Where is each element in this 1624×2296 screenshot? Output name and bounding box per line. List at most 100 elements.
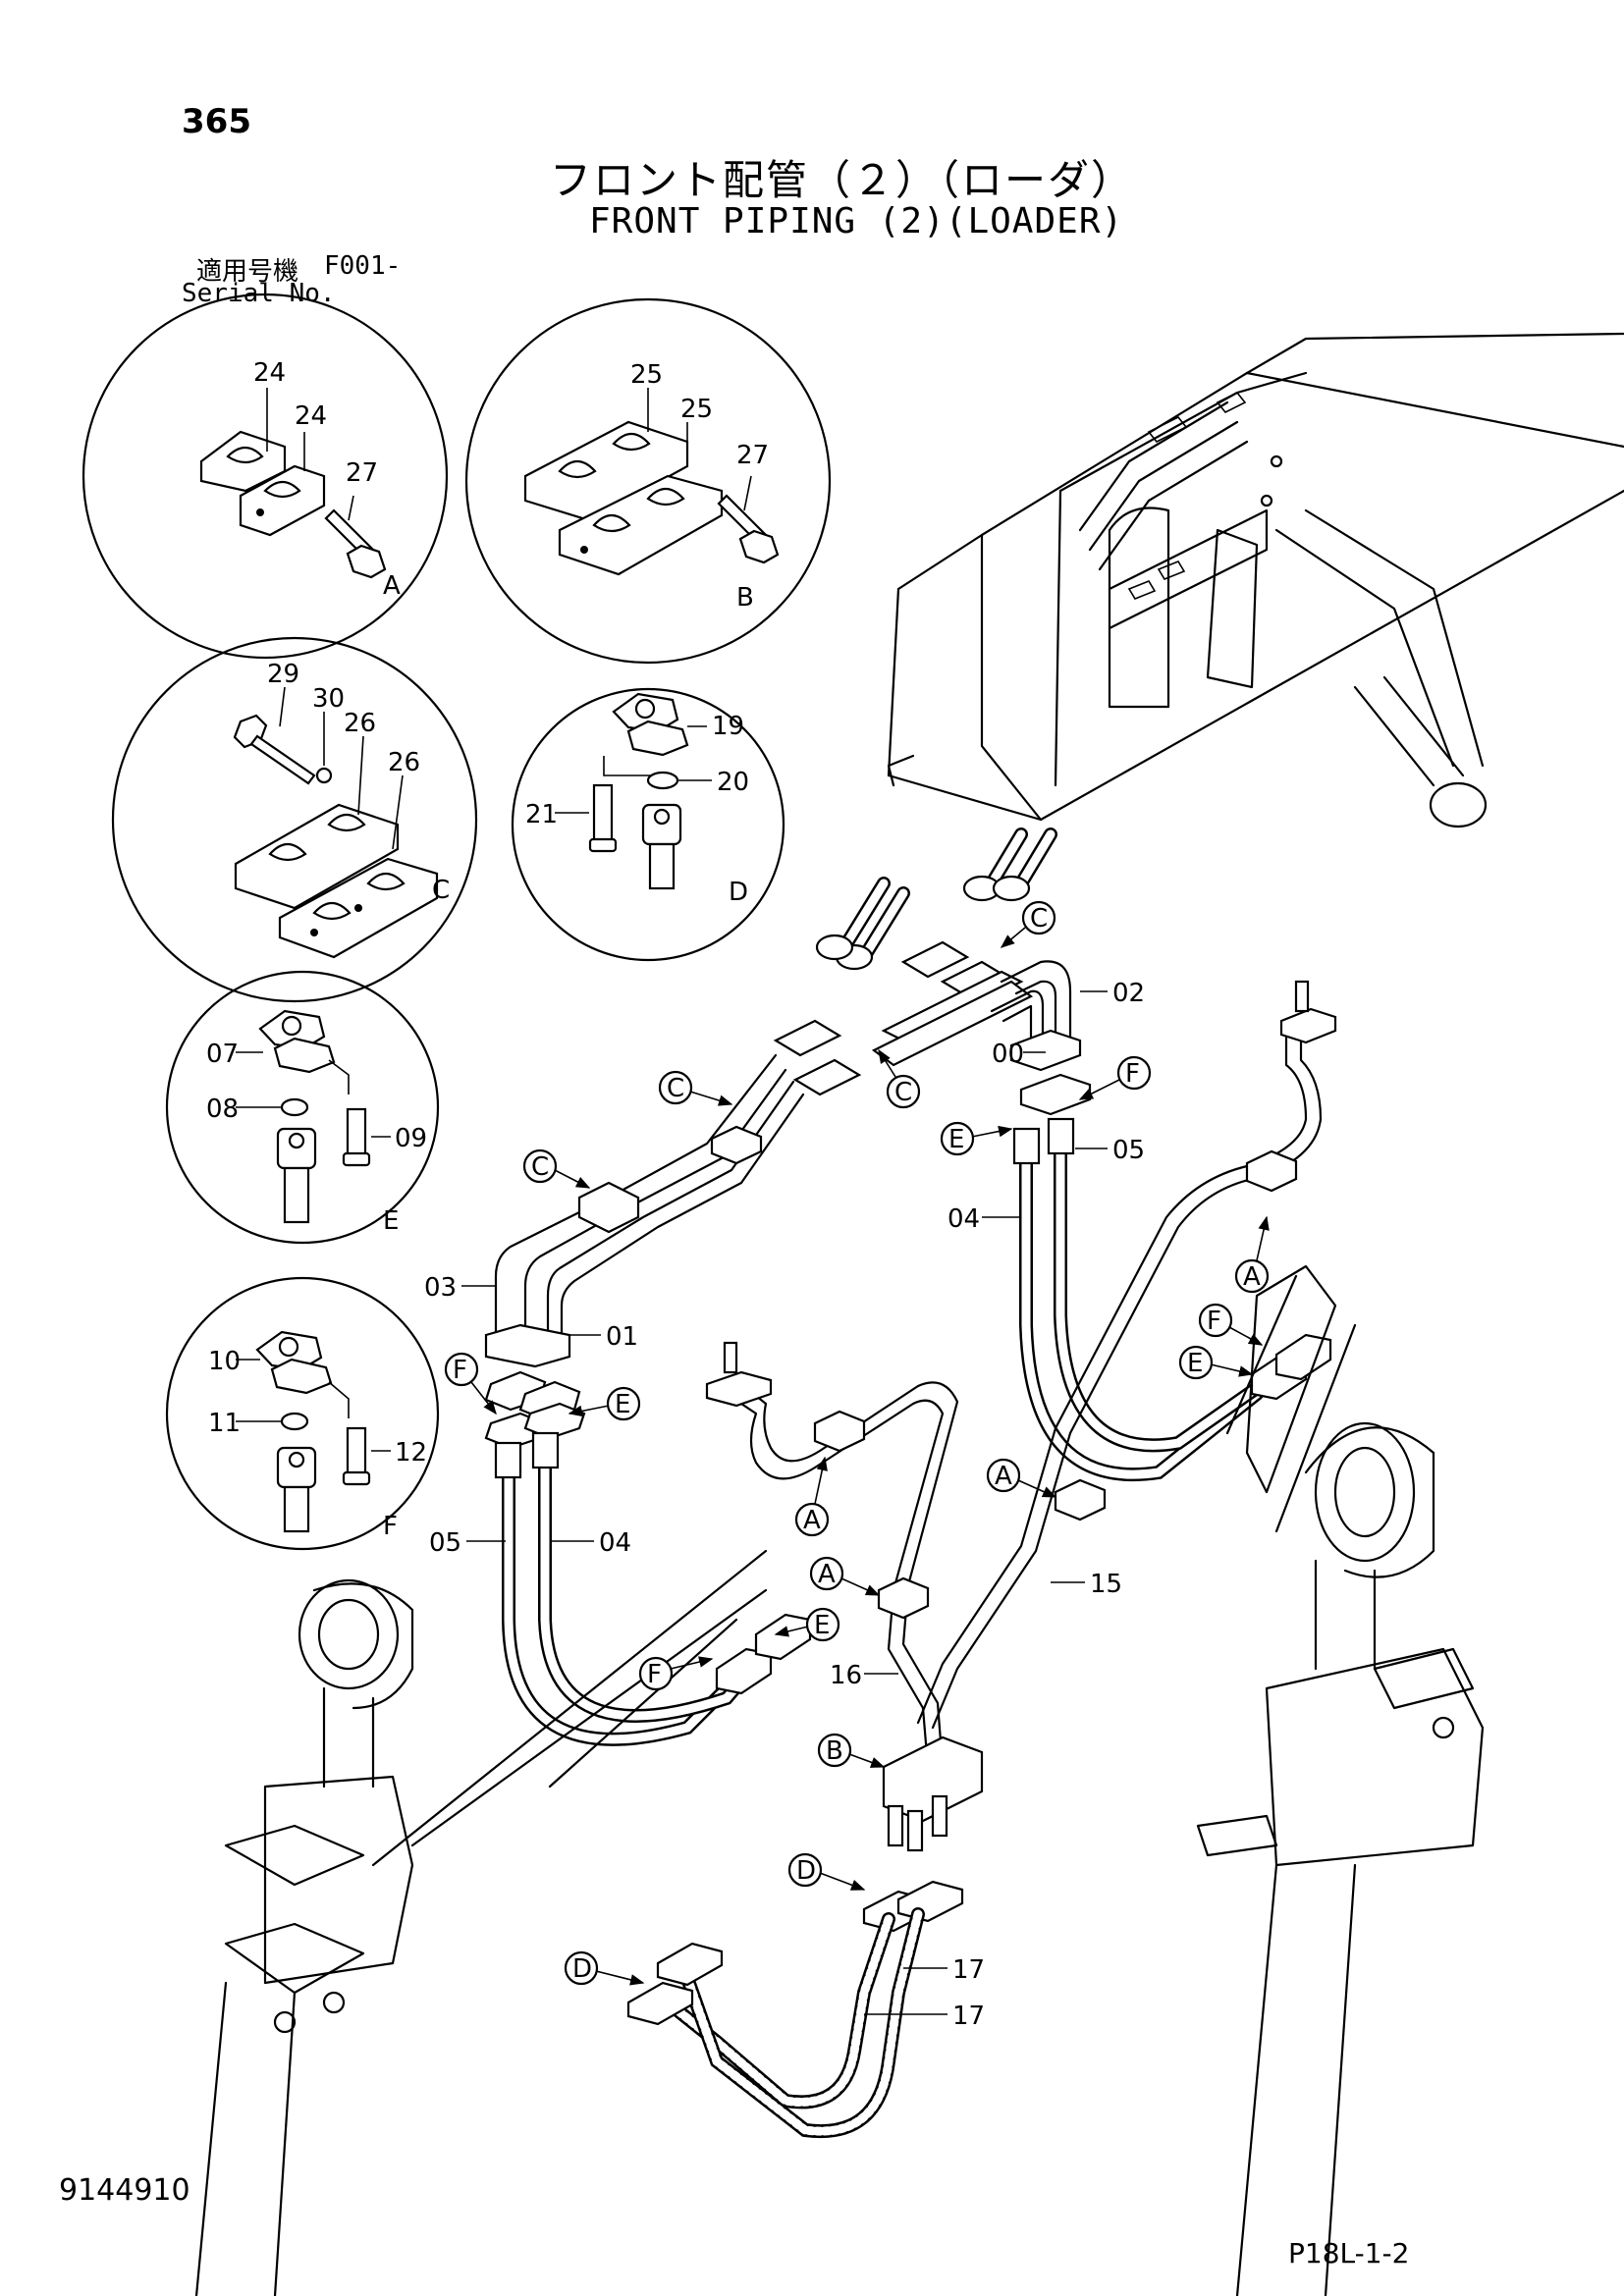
detail-b-part-25a: 25 <box>630 360 663 390</box>
detail-f-part-11: 11 <box>208 1409 241 1438</box>
part-00: 00 <box>992 1040 1024 1069</box>
detail-a-circle <box>81 293 449 660</box>
detail-e: 07 08 09 E <box>165 970 440 1245</box>
clamp-half-icon <box>199 430 287 493</box>
part-15: 15 <box>1090 1570 1122 1599</box>
block-b-assembly <box>862 1735 984 1933</box>
washer-icon <box>315 767 333 784</box>
detail-d: 19 20 21 D <box>511 687 785 962</box>
detail-c-part-30: 30 <box>312 684 345 714</box>
detail-f-part-10: 10 <box>208 1347 241 1376</box>
flange-half-icon <box>612 692 689 757</box>
callouts: C C C C E E E E F F F F A A A A B <box>444 900 1270 1986</box>
detail-c: 29 30 26 26 C <box>111 636 478 1003</box>
detail-b-part-27: 27 <box>736 441 769 470</box>
callout-f3: F <box>1207 1307 1221 1336</box>
callout-c1: C <box>1030 904 1048 934</box>
part-01: 01 <box>606 1322 638 1352</box>
clamp-half-icon <box>234 803 400 910</box>
upper-hoses <box>815 828 1057 971</box>
callout-c3: C <box>531 1152 549 1182</box>
clamp-half-icon <box>558 474 724 576</box>
bolt-icon <box>233 714 316 785</box>
detail-a-part-24a: 24 <box>253 358 286 388</box>
pipe-fittings-upper <box>773 940 1034 1096</box>
flange-half-icon <box>258 1009 336 1074</box>
part-05-left: 05 <box>429 1528 461 1558</box>
clamp-half-icon <box>239 464 326 537</box>
hoses-17 <box>626 1907 925 2139</box>
callout-e4: E <box>814 1611 830 1640</box>
part-03: 03 <box>424 1273 457 1303</box>
detail-a-part-24b: 24 <box>295 401 327 431</box>
detail-e-part-07: 07 <box>206 1040 239 1069</box>
hoses-04-05-left <box>494 1431 812 1746</box>
clamp-half-icon <box>523 420 689 522</box>
bolt-icon <box>342 1107 371 1167</box>
detail-d-part-19: 19 <box>712 712 744 741</box>
detail-a-part-27: 27 <box>346 458 378 488</box>
port-fitting-icon <box>276 1127 317 1224</box>
bolt-icon <box>342 1426 371 1486</box>
title-english: FRONT PIPING (2)(LOADER) <box>589 201 1124 241</box>
callout-f1: F <box>1125 1059 1140 1089</box>
callout-f4: F <box>647 1660 662 1689</box>
detail-d-letter: D <box>729 878 748 907</box>
detail-b: 25 25 27 B <box>464 297 832 665</box>
detail-e-part-08: 08 <box>206 1095 239 1124</box>
serial-code: F001- <box>324 251 402 281</box>
loader-bucket <box>887 332 1624 828</box>
detail-f-circle <box>165 1276 440 1551</box>
callout-d2: D <box>572 1954 592 1984</box>
part-04-right: 04 <box>947 1204 980 1234</box>
page-reference: P18L-1-2 <box>1288 2237 1410 2269</box>
callout-a1: A <box>1243 1262 1261 1292</box>
o-ring-icon <box>280 1097 309 1117</box>
part-05-right: 05 <box>1112 1136 1145 1165</box>
detail-f-letter: F <box>383 1512 398 1541</box>
bolt-icon <box>588 783 618 853</box>
detail-a-letter: A <box>383 571 401 601</box>
title-japanese: フロント配管（２）（ローダ） <box>550 156 1135 204</box>
part-04-left: 04 <box>599 1528 631 1558</box>
detail-b-letter: B <box>736 583 754 613</box>
pipes-15-16 <box>705 980 1337 1769</box>
detail-d-part-21: 21 <box>525 800 558 829</box>
detail-d-circle <box>511 687 785 962</box>
detail-c-circle <box>111 636 478 1003</box>
left-cylinder <box>194 1549 768 2296</box>
detail-b-part-25b: 25 <box>680 395 713 424</box>
part-17b: 17 <box>952 2002 985 2031</box>
detail-c-letter: C <box>432 876 450 905</box>
part-16: 16 <box>830 1661 862 1690</box>
document-number: 9144910 <box>59 2173 190 2208</box>
detail-c-part-29: 29 <box>267 660 299 689</box>
part-02: 02 <box>1112 979 1145 1008</box>
detail-a: 24 24 27 A <box>81 293 449 660</box>
callout-a3: A <box>803 1506 821 1535</box>
callout-f2: F <box>453 1356 467 1385</box>
bolt-icon <box>324 508 387 579</box>
detail-d-part-20: 20 <box>717 768 749 797</box>
callout-c2: C <box>667 1074 684 1103</box>
detail-e-circle <box>165 970 440 1245</box>
callout-a4: A <box>818 1560 836 1589</box>
detail-f-part-12: 12 <box>395 1438 427 1468</box>
port-fitting-icon <box>276 1446 317 1533</box>
callout-e3: E <box>1187 1349 1203 1378</box>
callout-b1: B <box>826 1736 843 1766</box>
o-ring-icon <box>646 771 679 790</box>
serial-label-japanese: 適用号機 <box>196 257 299 287</box>
detail-c-part-26a: 26 <box>344 709 376 738</box>
part-labels: 02 00 05 04 03 01 05 04 15 16 17 17 <box>424 979 1145 2031</box>
detail-c-part-26b: 26 <box>388 748 420 777</box>
flange-half-icon <box>255 1330 333 1395</box>
part-17a: 17 <box>952 1955 985 1985</box>
callout-e1: E <box>948 1125 964 1154</box>
detail-e-part-09: 09 <box>395 1124 427 1153</box>
detail-f: 10 11 12 F <box>165 1276 440 1551</box>
detail-e-letter: E <box>383 1206 399 1236</box>
bolt-icon <box>717 494 780 564</box>
callout-d1: D <box>796 1856 816 1886</box>
